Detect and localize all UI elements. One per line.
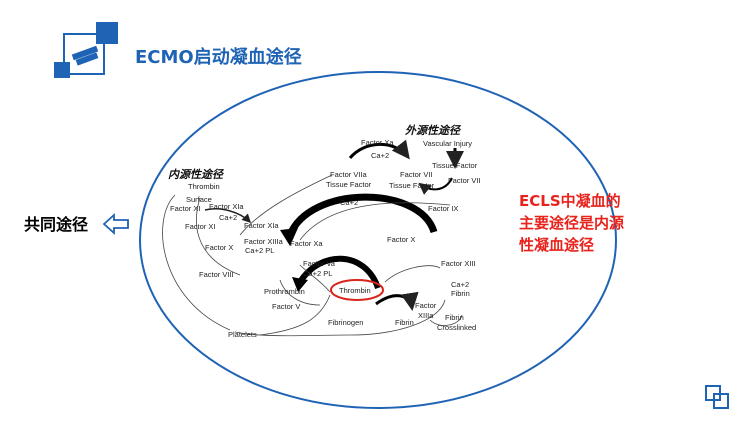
label-thrombin: Thrombin (339, 286, 371, 295)
curve-3 (162, 194, 231, 331)
label-ca-fibrin: Ca+2 (451, 280, 469, 289)
curve-9 (299, 264, 331, 293)
label-fibrin-r: Fibrin (451, 289, 470, 298)
label-prothrombin: Prothrombin (264, 287, 305, 296)
label-ca-pl-2: Ca+2 PL (303, 269, 332, 278)
label-factor-xiiia-c: Factor (415, 301, 437, 310)
label-ca-xi: Ca+2 (219, 213, 237, 222)
pathway-ellipse (139, 71, 617, 409)
label-factor-xia-b: Factor XIa (244, 221, 279, 230)
curve-2 (299, 202, 451, 241)
label-tissue-factor-c: Tissue Factor (326, 180, 372, 189)
thick-arrow-factor-xa (286, 193, 438, 237)
label-crosslinked: Crosslinked (437, 323, 476, 332)
label-factor-ix: Factor IX (428, 204, 458, 213)
arc-fibrin (375, 291, 419, 311)
label-factor-vii-b: Factor VII (400, 170, 433, 179)
thrombin-highlight-ring (330, 279, 384, 301)
arc-tissue (418, 177, 453, 195)
curve-7 (234, 299, 446, 337)
label-platelets: Platelets (228, 330, 257, 339)
label-factor-viii: Factor VIII (199, 270, 234, 279)
label-fibrin-cross: Fibrin (445, 313, 464, 322)
callout-line-1: ECLS中凝血的 (519, 192, 621, 210)
thick-arrow-thrombin (297, 255, 381, 290)
label-surface: Surface (186, 195, 212, 204)
curve-1 (239, 174, 333, 236)
label-xiiia: XIIIa (418, 311, 434, 320)
label-thrombin-top: Thrombin (188, 182, 220, 191)
callout-line-3: 性凝血途径 (519, 236, 595, 254)
label-factor-xia: Factor XIa (209, 202, 244, 211)
logo-icon (54, 22, 118, 78)
label-ca-top: Ca+2 (371, 151, 389, 160)
label-factor-va: Factor Va (303, 259, 336, 268)
curve-6 (384, 265, 441, 283)
curve-10 (429, 314, 463, 326)
callout-text: ECLS中凝血的 主要途径是内源 性凝血途径 (519, 190, 649, 256)
callout-line-2: 主要途径是内源 (519, 214, 625, 232)
label-factor-v: Factor V (272, 302, 300, 311)
page-title: ECMO启动凝血途径 (135, 47, 302, 68)
heading-intrinsic: 内源性途径 (168, 168, 225, 181)
curve-8 (279, 279, 321, 306)
curve-5 (259, 294, 331, 336)
label-vascular-injury: Vascular Injury (423, 139, 472, 148)
thick-arrow-thrombin-head (292, 277, 308, 292)
label-factor-xiiia: Factor XIIIa (244, 237, 284, 246)
heading-extrinsic: 外源性途径 (404, 124, 462, 137)
label-factor-xa: Factor Xa (290, 239, 323, 248)
label-factor-x: Factor X (205, 243, 233, 252)
arc-viia (348, 139, 410, 160)
label-factor-xi-b: Factor XI (185, 222, 215, 231)
label-ca-pl: Ca+2 PL (245, 246, 274, 255)
label-factor-xa-top: Factor Xa (361, 138, 394, 147)
corner-squares-icon (705, 385, 729, 409)
label-tissue-factor-b: Tissue Factor (389, 181, 435, 190)
label-fibrin: Fibrin (395, 318, 414, 327)
label-factor-viia: Factor VIIa (330, 170, 368, 179)
left-arrow-icon (102, 212, 129, 236)
label-factor-vii: Factor VII (448, 176, 481, 185)
label-ca-mid: Ca+2 (340, 198, 358, 207)
label-fibrinogen: Fibrinogen (328, 318, 363, 327)
label-tissue-factor: Tissue Factor (432, 161, 478, 170)
label-factor-xiii: Factor XIII (441, 259, 476, 268)
label-factor-xi: Factor XI (170, 204, 200, 213)
arc-xi (204, 208, 252, 224)
thick-arrow-factor-xa-head (280, 228, 298, 246)
curve-4 (196, 197, 241, 276)
common-pathway-label: 共同途径 (24, 215, 89, 234)
label-factor-x-right: Factor X (387, 235, 415, 244)
